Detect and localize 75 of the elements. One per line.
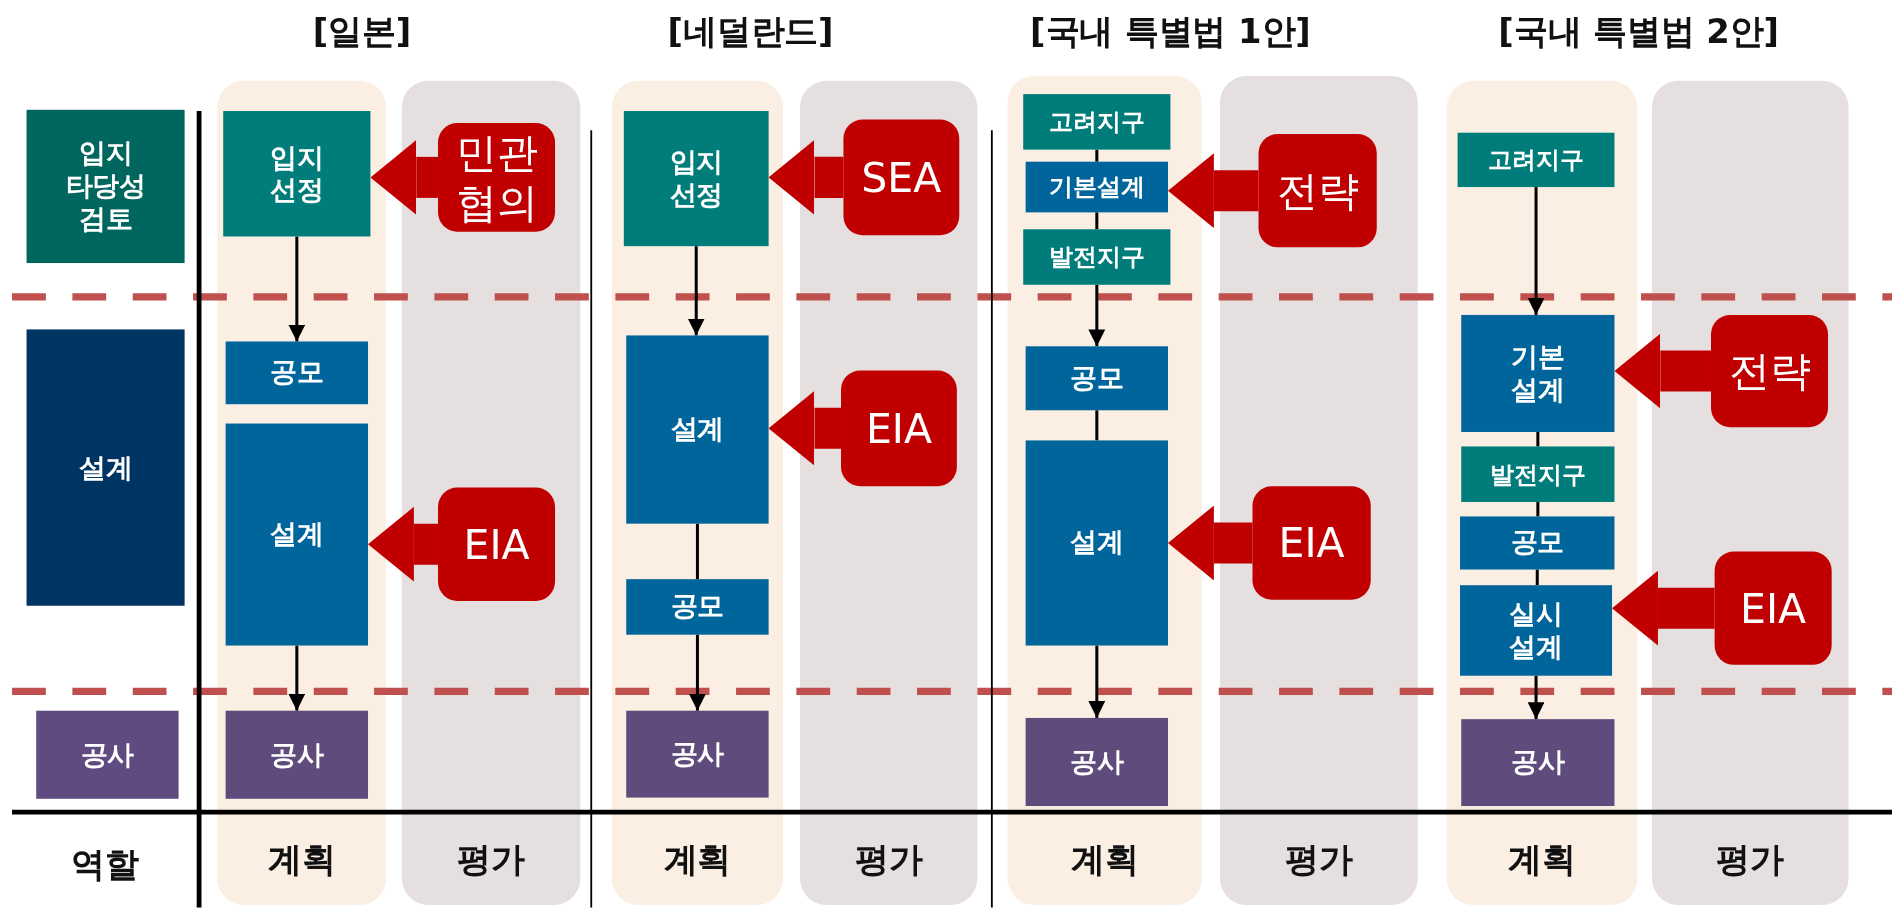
arrow — [1088, 284, 1106, 347]
arrow — [1527, 675, 1545, 720]
assessment-box: 민관 협의 — [438, 123, 556, 232]
column-band — [217, 80, 387, 905]
assessment-box: SEA — [843, 119, 960, 236]
assessment-box: EIA — [841, 370, 957, 487]
row-header: 공사 — [36, 710, 179, 799]
connector-line — [1095, 410, 1099, 441]
process-box: 설계 — [626, 335, 769, 524]
band-label: 계획 — [1069, 838, 1140, 881]
block-arrow — [1168, 505, 1253, 581]
column-band — [1446, 80, 1638, 905]
process-box: 공사 — [1461, 719, 1615, 807]
row-header: 입지 타당성 검토 — [26, 109, 185, 264]
process-box: 공모 — [225, 341, 368, 405]
process-box: 설계 — [225, 423, 368, 646]
column-title: [일본] — [312, 11, 412, 54]
process-box: 입지 선정 — [223, 111, 371, 237]
block-arrow — [1612, 570, 1715, 646]
band-label: 평가 — [456, 838, 526, 881]
column-title: [국내 특별법 1안] — [1030, 11, 1311, 54]
process-box: 공사 — [626, 710, 769, 798]
column-band — [1219, 76, 1418, 905]
process-box: 공사 — [225, 710, 368, 799]
assessment-box: EIA — [1252, 486, 1371, 600]
process-box: 공모 — [1460, 516, 1615, 570]
process-box: 공모 — [626, 579, 769, 635]
process-box: 실시 설계 — [1460, 585, 1613, 676]
connector-line — [1095, 212, 1099, 230]
connector-line — [1095, 149, 1099, 162]
column-band — [611, 80, 784, 905]
process-box: 입지 선정 — [623, 111, 769, 247]
band-label: 계획 — [1507, 838, 1577, 881]
band-label: 계획 — [662, 838, 733, 881]
column-band — [800, 80, 978, 905]
column-title: [네덜란드] — [667, 11, 834, 54]
block-arrow — [1614, 333, 1711, 409]
process-box: 공모 — [1025, 346, 1168, 411]
arrow — [687, 246, 705, 336]
column-band — [1007, 76, 1202, 905]
arrow — [288, 645, 306, 711]
assessment-box: 전략 — [1258, 133, 1377, 248]
process-box: 발전지구 — [1461, 446, 1615, 502]
process-box: 기본설계 — [1025, 161, 1168, 213]
process-box: 발전지구 — [1023, 229, 1171, 285]
assessment-box: EIA — [1714, 551, 1832, 665]
process-box: 고려지구 — [1457, 132, 1615, 188]
band-label: 평가 — [853, 838, 924, 881]
column-band — [401, 80, 581, 905]
band-label: 평가 — [1284, 838, 1354, 881]
process-box: 기본 설계 — [1461, 314, 1615, 432]
row-label: 역할 — [71, 843, 139, 887]
block-arrow — [368, 506, 438, 582]
connector-line — [1536, 431, 1540, 447]
connector-line — [1536, 501, 1540, 517]
process-box: 설계 — [1025, 440, 1168, 646]
assessment-box: 전략 — [1711, 314, 1829, 428]
assessment-box: EIA — [438, 487, 556, 601]
band-label: 평가 — [1715, 838, 1785, 881]
arrow — [1527, 187, 1545, 315]
connector-line — [1535, 569, 1539, 586]
arrow — [1088, 645, 1106, 718]
band-label: 계획 — [266, 838, 337, 881]
block-arrow — [768, 139, 844, 215]
block-arrow — [768, 390, 841, 466]
block-arrow — [1168, 153, 1259, 229]
block-arrow — [370, 139, 438, 215]
row-header: 설계 — [26, 329, 185, 606]
column-band — [1651, 80, 1849, 905]
process-box: 공사 — [1025, 717, 1168, 807]
connector-line — [695, 523, 699, 580]
column-title: [국내 특별법 2안] — [1498, 11, 1779, 54]
arrow — [689, 634, 706, 711]
arrow — [288, 236, 306, 342]
process-box: 고려지구 — [1023, 94, 1171, 150]
